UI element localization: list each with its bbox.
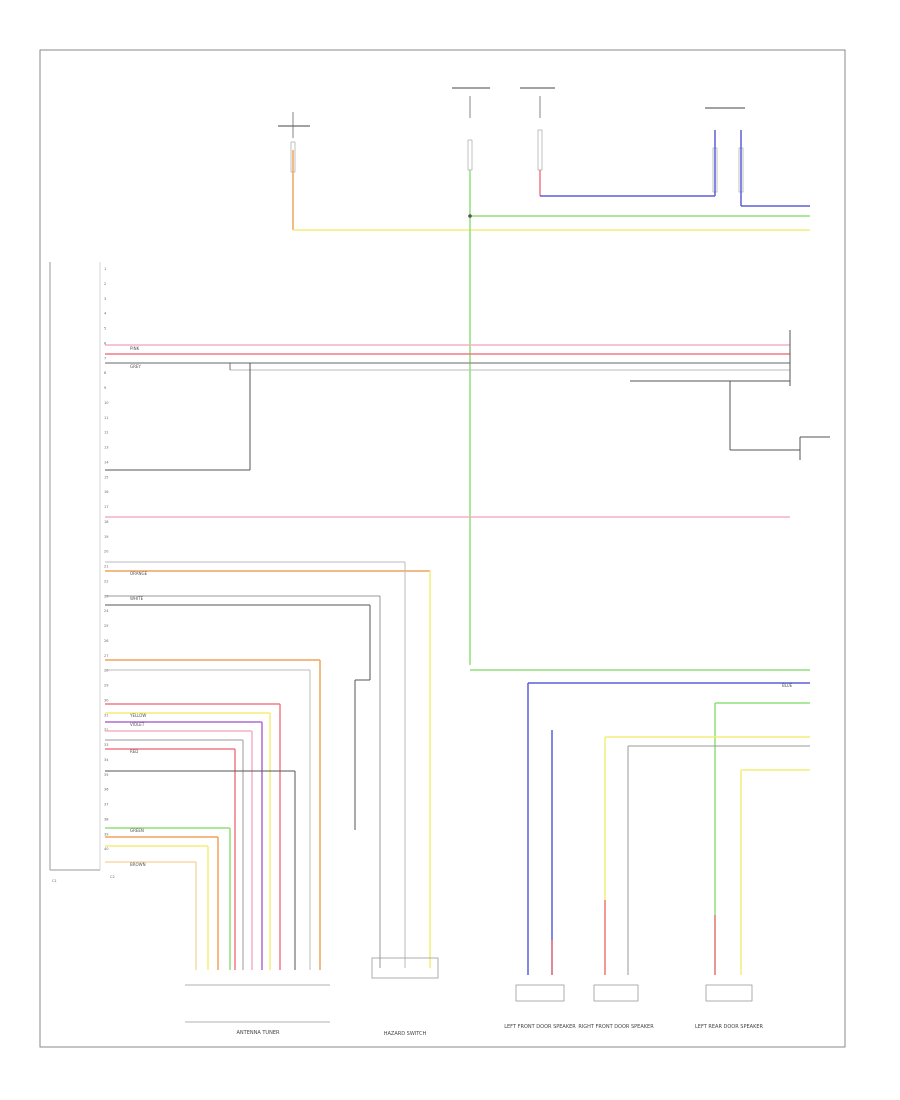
right-front-speaker-box [593,984,639,1002]
wire-label-green: GREEN [130,828,144,833]
wire-label-red: RED [130,749,138,754]
connector-pin-number: 19 [104,535,108,539]
left-front-speaker-caption: LEFT FRONT DOOR SPEAKER [504,1024,576,1030]
antenna-tuner-wires: ANTENNA TUNER [105,659,330,1036]
connector-pin-number: 3 [104,297,106,301]
connector-pin-number: 1 [104,267,106,271]
connector-pin-number: 13 [104,446,108,450]
connector-pin-number: 36 [104,788,108,792]
connector-pin-number: 37 [104,803,108,807]
wire-label-pink: PINK [130,346,140,351]
connector-pin-number: 14 [104,460,109,464]
hazard-switch-caption: HAZARD SWITCH [384,1031,427,1037]
wire-label-blue: BLUE [782,683,793,688]
right-front-speaker-caption: RIGHT FRONT DOOR SPEAKER [578,1024,654,1030]
connector-pin-number: 29 [104,684,108,688]
antenna-tuner-caption: ANTENNA TUNER [237,1030,280,1036]
left-rear-speaker-box [705,984,753,1002]
main-harness [105,330,830,518]
connector-pin-number: 26 [104,639,108,643]
connector-pin-number: 27 [104,654,108,658]
hazard-switch-box [371,957,439,979]
top-feeds [278,87,810,665]
connector-label-c2: C2 [110,875,115,879]
wire-label-brown: BROWN [130,862,146,867]
wire-label-grey: GREY [130,364,141,369]
connector-pin-number: 7 [104,356,106,360]
connector-pin-number: 30 [104,698,108,702]
connector-pin-number: 34 [104,758,109,762]
connector-pin-number: 11 [104,416,108,420]
connector-pin-number: 9 [104,386,106,390]
connector-pin-number: 2 [104,282,106,286]
connector-pin-number: 31 [104,713,108,717]
wire-label-violet: VIOLET [130,722,145,727]
connector-pin-number: 5 [104,327,106,331]
radio-connector: 1234567891011121314151617181920212223242… [49,262,115,883]
connector-pin-number: 17 [104,505,108,509]
wire-label-orange: ORANGE [130,571,148,576]
hazard-switch-wires: HAZARD SWITCH [105,561,439,1037]
connector-pin-number: 22 [104,579,108,583]
connector-pin-number: 38 [104,817,108,821]
connector-pin-number: 8 [104,371,106,375]
connector-pin-number: 15 [104,475,108,479]
connector-pin-number: 35 [104,773,108,777]
connector-pin-number: 39 [104,832,108,836]
connector-pin-number: 18 [104,520,108,524]
speaker-wires: LEFT FRONT DOOR SPEAKER RIGHT FRONT DOOR… [470,669,810,1030]
connector-pin-number: 20 [104,550,108,554]
connector-pin-number: 40 [104,847,108,851]
connector-pin-number: 4 [104,312,107,316]
connector-pin-number: 33 [104,743,108,747]
connector-pin-labels: 1234567891011121314151617181920212223242… [104,267,109,851]
connector-pin-number: 25 [104,624,108,628]
connector-pin-number: 16 [104,490,108,494]
connector-pin-number: 28 [104,669,108,673]
connector-pin-number: 21 [104,565,108,569]
diagram-frame [39,49,846,1048]
wire-color-labels: PINK GREY ORANGE WHITE YELLOW VIOLET RED… [129,346,793,867]
connector-pin-number: 12 [104,431,108,435]
wire-label-yellow: YELLOW [129,713,146,718]
left-front-speaker-box [515,984,565,1002]
connector-pin-number: 10 [104,401,108,405]
connector-pin-number: 6 [104,341,106,345]
connector-pin-number: 24 [104,609,109,613]
left-rear-speaker-caption: LEFT REAR DOOR SPEAKER [695,1024,763,1030]
connector-label-c1: C1 [52,879,57,883]
wire-label-white: WHITE [130,596,144,601]
connector-pin-number: 32 [104,728,108,732]
